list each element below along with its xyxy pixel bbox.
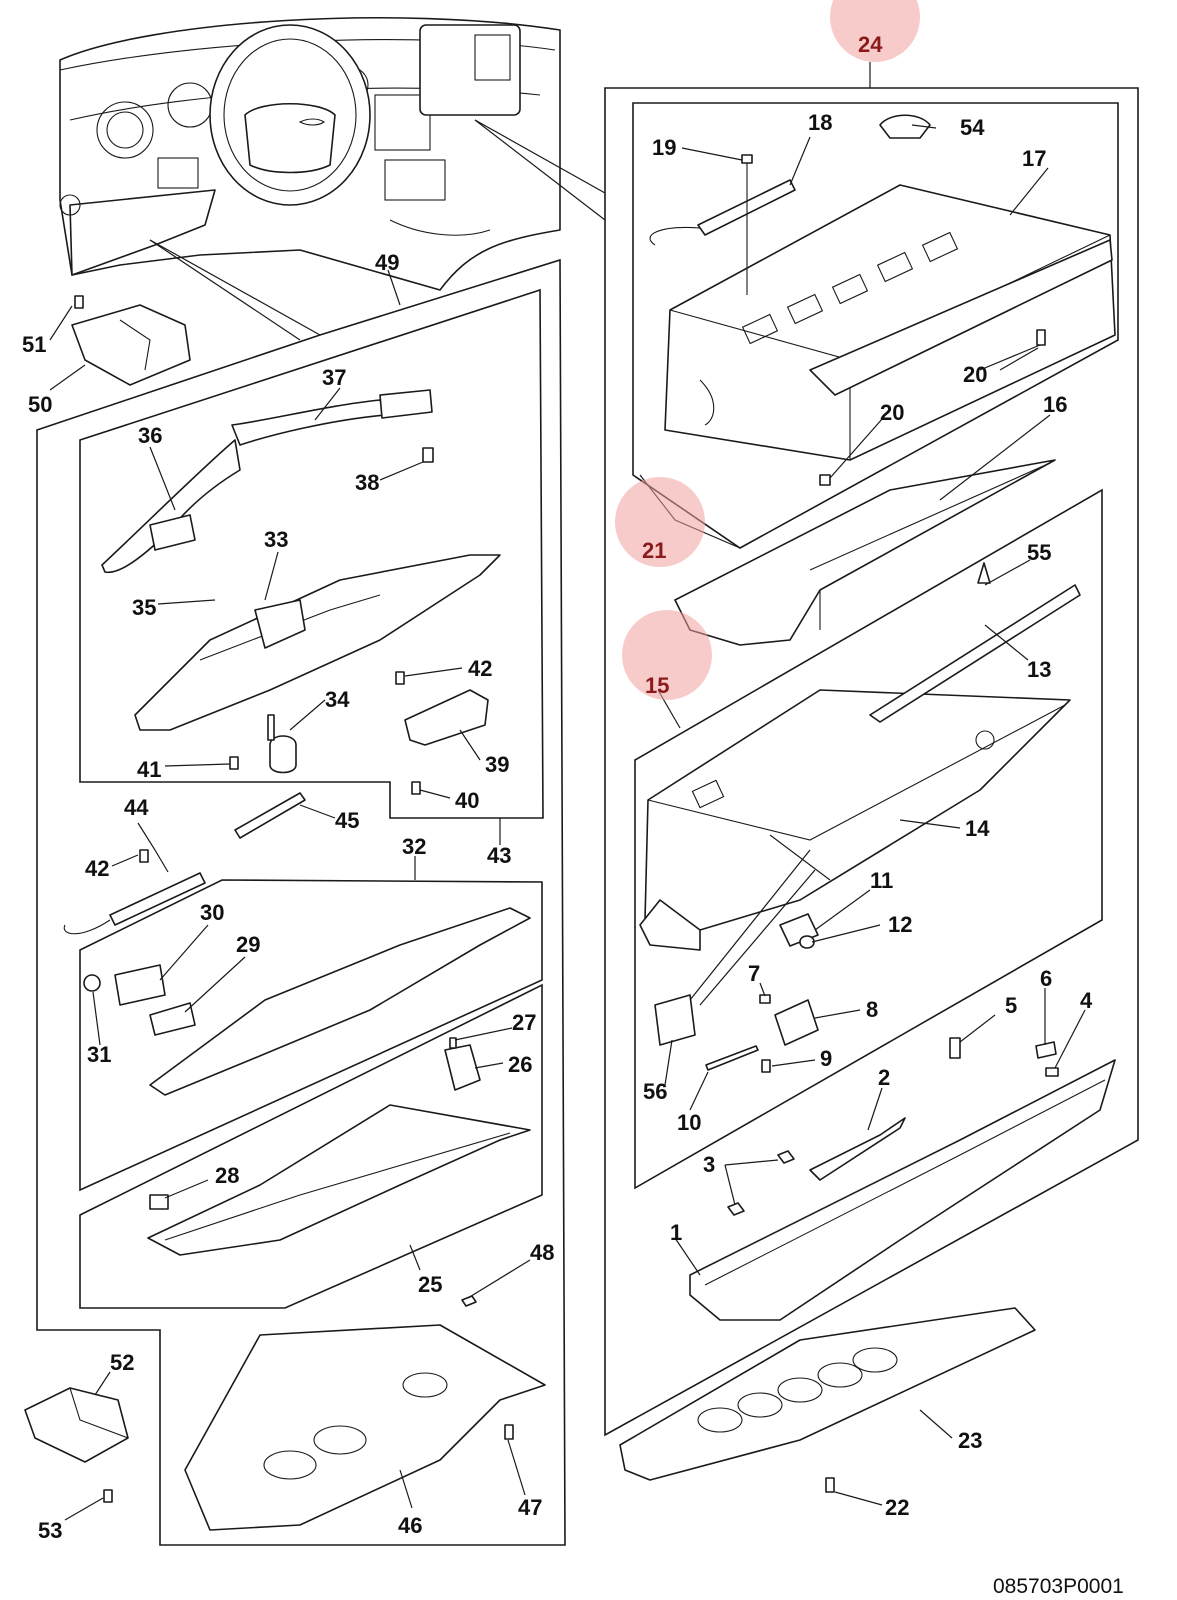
- callout-17[interactable]: 17: [1022, 146, 1046, 171]
- frame-25: [79, 983, 543, 1309]
- callout-45[interactable]: 45: [335, 808, 359, 833]
- panel-32: [83, 907, 531, 1096]
- callout-26[interactable]: 26: [508, 1052, 532, 1077]
- callout-42-upper[interactable]: 42: [468, 656, 492, 681]
- callout-23[interactable]: 23: [958, 1428, 982, 1453]
- callout-44[interactable]: 44: [124, 795, 149, 820]
- bracket-46: [184, 1295, 546, 1531]
- callout-6[interactable]: 6: [1040, 966, 1052, 991]
- callout-8[interactable]: 8: [866, 997, 878, 1022]
- callout-20-upper[interactable]: 20: [963, 362, 987, 387]
- callout-7[interactable]: 7: [748, 961, 760, 986]
- callout-47[interactable]: 47: [518, 1495, 542, 1520]
- callout-33[interactable]: 33: [264, 527, 288, 552]
- lower-trim-panel-1: [689, 1059, 1116, 1321]
- highlight-circle-21: [615, 477, 705, 567]
- callout-21[interactable]: 21: [642, 538, 666, 563]
- callout-50[interactable]: 50: [28, 392, 52, 417]
- callout-16[interactable]: 16: [1043, 392, 1067, 417]
- callout-11[interactable]: 11: [870, 868, 893, 893]
- callout-48[interactable]: 48: [530, 1240, 554, 1265]
- callout-51[interactable]: 51: [22, 332, 46, 357]
- bracket-52: [24, 1387, 129, 1503]
- callout-13[interactable]: 13: [1027, 657, 1051, 682]
- callout-28[interactable]: 28: [215, 1163, 239, 1188]
- callout-12[interactable]: 12: [888, 912, 912, 937]
- callout-29[interactable]: 29: [236, 932, 260, 957]
- callout-25[interactable]: 25: [418, 1272, 442, 1297]
- callout-41[interactable]: 41: [137, 757, 161, 782]
- callout-38[interactable]: 38: [355, 470, 379, 495]
- highlight-circle-15: [622, 610, 712, 700]
- frame-21: [632, 102, 1119, 549]
- cables-36-37: [101, 389, 434, 574]
- support-bracket-23: [619, 1307, 1036, 1481]
- panel-25: [147, 1037, 531, 1256]
- callout-53[interactable]: 53: [38, 1518, 62, 1543]
- callout-9[interactable]: 9: [820, 1046, 832, 1071]
- leader-lines: [49, 62, 1086, 1521]
- callout-35[interactable]: 35: [132, 595, 156, 620]
- callout-15[interactable]: 15: [645, 673, 669, 698]
- frame-24: [604, 87, 1139, 1437]
- assembly-frames: [36, 87, 1139, 1546]
- callout-20-lower[interactable]: 20: [880, 400, 904, 425]
- callout-14[interactable]: 14: [965, 816, 990, 841]
- frame-15: [634, 488, 1103, 1190]
- glovebox-lid-16: [674, 459, 1056, 646]
- callout-4[interactable]: 4: [1080, 988, 1093, 1013]
- glovebox-housing-17: [664, 184, 1116, 461]
- small-hardware-right: [649, 114, 1059, 1493]
- callout-34[interactable]: 34: [325, 687, 350, 712]
- callout-27[interactable]: 27: [512, 1010, 536, 1035]
- callout-22[interactable]: 22: [885, 1495, 909, 1520]
- frame-43: [36, 258, 566, 1546]
- frame-49: [79, 288, 544, 819]
- callout-24[interactable]: 24: [858, 32, 883, 57]
- callout-43[interactable]: 43: [487, 843, 511, 868]
- highlight-circle-24: [830, 0, 920, 62]
- callout-1[interactable]: 1: [670, 1220, 682, 1245]
- callout-10[interactable]: 10: [677, 1110, 701, 1135]
- damper-34-39-45: [229, 671, 489, 839]
- callout-3[interactable]: 3: [703, 1152, 715, 1177]
- callout-2[interactable]: 2: [878, 1065, 890, 1090]
- callout-40[interactable]: 40: [455, 788, 479, 813]
- callout-56[interactable]: 56: [643, 1079, 667, 1104]
- callout-labels: 1 2 3 4 5 6 7 8 9 10 11 12 13 14 15 16 1…: [22, 32, 1093, 1543]
- callout-31[interactable]: 31: [87, 1042, 111, 1067]
- callout-52[interactable]: 52: [110, 1350, 134, 1375]
- handle-assembly-33: [134, 554, 501, 731]
- hinge-rod-44: [63, 849, 206, 935]
- latch-bracket-50: [71, 295, 191, 386]
- callout-30[interactable]: 30: [200, 900, 224, 925]
- callout-32[interactable]: 32: [402, 834, 426, 859]
- frame-32: [79, 879, 543, 1192]
- drawing-reference-code: 085703P0001: [993, 1575, 1124, 1598]
- callout-39[interactable]: 39: [485, 752, 509, 777]
- callout-36[interactable]: 36: [138, 423, 162, 448]
- highlighted-callout-circles: [615, 0, 920, 700]
- callout-54[interactable]: 54: [960, 115, 985, 140]
- callout-37[interactable]: 37: [322, 365, 346, 390]
- dashboard-overview-illustration: [59, 16, 561, 291]
- callout-55[interactable]: 55: [1027, 540, 1051, 565]
- callout-42-lower[interactable]: 42: [85, 856, 109, 881]
- callout-19[interactable]: 19: [652, 135, 676, 160]
- callout-46[interactable]: 46: [398, 1513, 422, 1538]
- callout-5[interactable]: 5: [1005, 993, 1017, 1018]
- glovebox-tray-14: [639, 584, 1081, 951]
- callout-49[interactable]: 49: [375, 250, 399, 275]
- callout-18[interactable]: 18: [808, 110, 832, 135]
